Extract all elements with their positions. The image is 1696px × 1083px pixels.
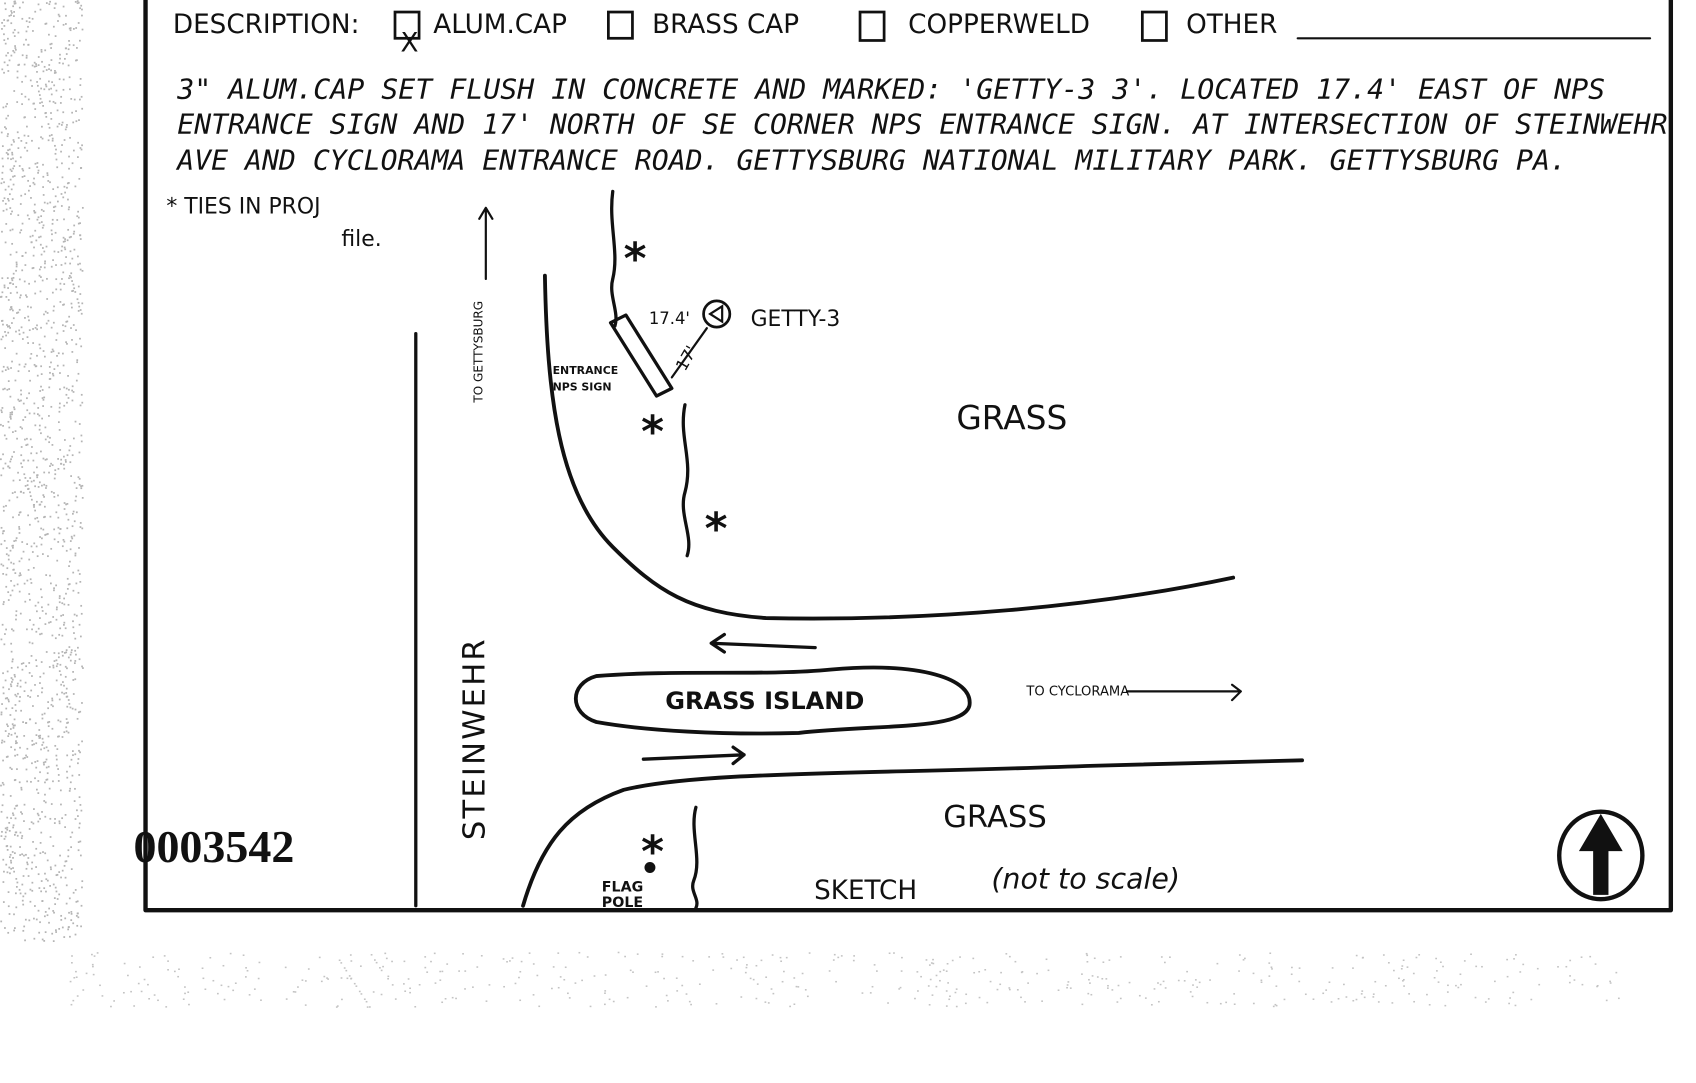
flag-pole-label-2: POLE: [602, 895, 643, 911]
scan-noise-bottom: [69, 951, 1620, 1008]
to-gettysburg-label: TO GETTYSBURG: [472, 301, 486, 404]
option-other: OTHER: [1186, 10, 1277, 40]
checkbox-alum-cap[interactable]: X: [393, 10, 421, 58]
grass-island: [573, 665, 972, 736]
checkbox-copperweld[interactable]: [858, 10, 886, 42]
hedge-upper: [610, 189, 691, 558]
grass-label-bottom: GRASS: [943, 800, 1047, 835]
narrative-line-3: AVE AND CYCLORAMA ENTRANCE ROAD. GETTYSB…: [175, 146, 1567, 177]
to-cyclorama-label: TO CYCLORAMA: [1025, 685, 1129, 700]
north-arrow-icon: [1557, 809, 1645, 902]
station-label: GETTY-3: [751, 307, 841, 332]
narrative-line-2: ENTRANCE SIGN AND 17' NORTH OF SE CORNER…: [177, 109, 1667, 140]
distance-east: 17.4': [649, 309, 690, 328]
document-number: 0003542: [133, 821, 294, 872]
scale-note: (not to scale): [991, 862, 1180, 895]
scan-noise-left-edge: [0, 0, 84, 942]
tie-marker-asterisk: *: [641, 406, 664, 457]
option-alum-cap: ALUM.CAP: [433, 10, 567, 40]
lower-curb: [521, 758, 1305, 908]
arrow-to-cyclorama: [1125, 683, 1242, 702]
option-brass-cap: BRASS CAP: [652, 10, 799, 40]
entrance-sign-label-1: ENTRANCE: [553, 364, 619, 377]
description-label: DESCRIPTION:: [173, 10, 360, 40]
sketch: * TIES IN PROJ file. TO GETTYSBURG * * *…: [166, 189, 1645, 911]
check-mark: X: [400, 28, 418, 58]
form-border: [143, 0, 1674, 913]
entrance-sign: [608, 313, 674, 398]
grass-label-top: GRASS: [956, 399, 1067, 437]
checkbox-other[interactable]: [1140, 10, 1168, 42]
steinwehr-label: STEINWEHR: [458, 637, 493, 840]
entrance-sign-label-2: NPS SIGN: [553, 381, 612, 394]
upper-curb: [542, 273, 1236, 621]
flag-pole-dot: [644, 862, 656, 873]
distance-north-line: [670, 327, 708, 379]
hedge-lower: [691, 805, 699, 910]
option-copperweld: COPPERWELD: [908, 10, 1090, 40]
sketch-label: SKETCH: [814, 876, 917, 906]
note-file: file.: [341, 227, 381, 252]
tie-marker-asterisk: *: [705, 504, 728, 555]
flag-pole-label-1: FLAG: [602, 880, 643, 896]
station-triangle-circle-icon: [702, 299, 732, 329]
tie-marker-asterisk: *: [624, 233, 647, 284]
narrative-line-1: 3" ALUM.CAP SET FLUSH IN CONCRETE AND MA…: [176, 74, 1605, 105]
note-ties: * TIES IN PROJ: [166, 194, 320, 219]
arrow-westbound: [709, 632, 817, 654]
arrow-eastbound: [641, 745, 746, 766]
grass-island-label: GRASS ISLAND: [665, 687, 864, 715]
checkbox-brass-cap[interactable]: [607, 10, 634, 40]
arrow-to-gettysburg: [478, 206, 494, 281]
